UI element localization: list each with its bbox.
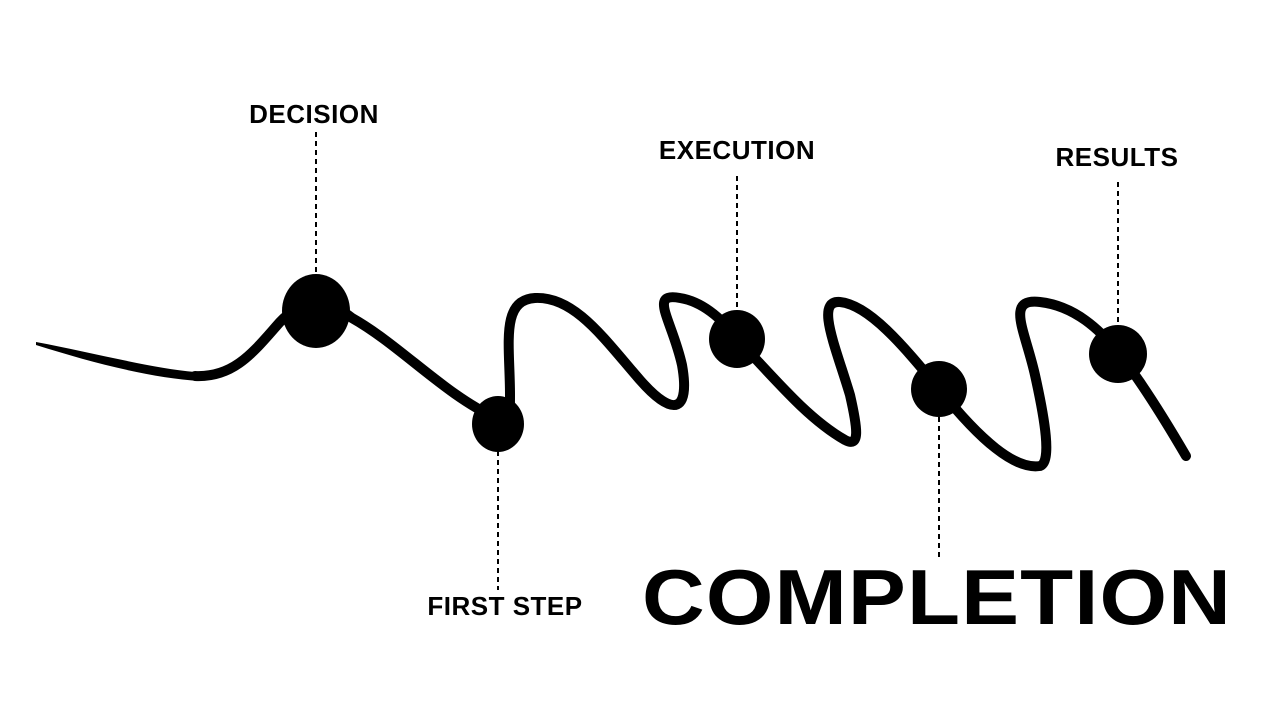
decision-label: DECISION xyxy=(249,99,379,129)
first-step-milestone-dot xyxy=(472,396,524,452)
completion-label: COMPLETION xyxy=(642,553,1232,641)
execution-label: EXECUTION xyxy=(659,135,815,165)
results-milestone-dot xyxy=(1089,325,1147,383)
results-label: RESULTS xyxy=(1056,142,1179,172)
completion-milestone-dot xyxy=(911,361,967,417)
execution-milestone-dot xyxy=(709,310,765,368)
first-step-label: FIRST STEP xyxy=(427,591,582,621)
path-tail xyxy=(36,342,200,381)
decision-milestone-dot xyxy=(282,274,350,348)
